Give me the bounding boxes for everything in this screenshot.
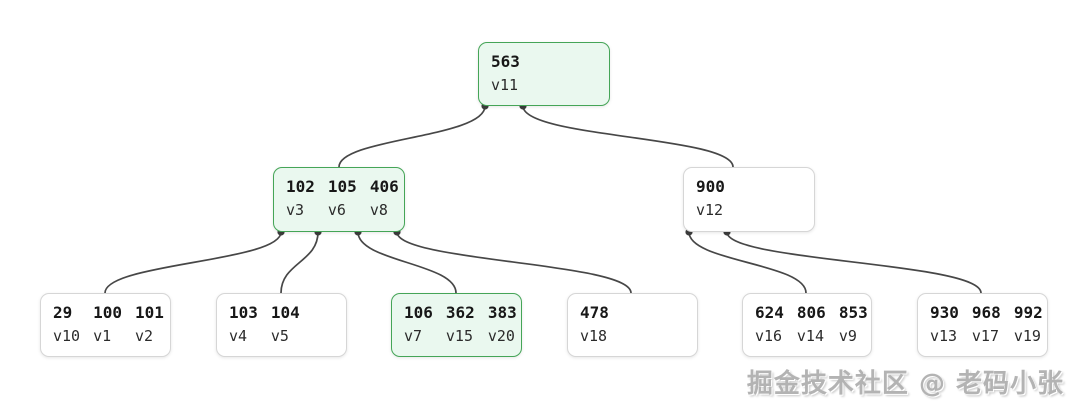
entry-key: 900: [696, 177, 725, 196]
edge-root-to-n2b: [522, 105, 734, 168]
tree-node-n2b: 900 v12: [683, 167, 815, 232]
entry-key: 104: [270, 303, 300, 322]
entry: 101 v2: [135, 303, 164, 356]
entry: 930 v13: [930, 303, 959, 356]
edge-n2a-to-leaf3: [357, 231, 457, 294]
entry-value: v5: [270, 327, 289, 345]
entry-key: 992: [1013, 303, 1043, 322]
tree-node-root: 563 v11: [478, 42, 610, 106]
entry-value: v15: [445, 327, 473, 345]
entry-key: 624: [755, 303, 784, 322]
entry: 102 v3: [286, 177, 315, 231]
entry-key: 101: [135, 303, 164, 322]
entry-value: v6: [327, 201, 346, 219]
entry-key: 853: [838, 303, 868, 322]
entry: 563 v11: [491, 52, 520, 105]
entry-key: 968: [971, 303, 1001, 322]
entry: 29 v10: [53, 303, 80, 356]
entry-key: 806: [796, 303, 826, 322]
edge-n2b-to-leaf5: [688, 231, 807, 294]
entry-key: 563: [491, 52, 520, 71]
entry-value: v14: [796, 327, 824, 345]
entry-value: v12: [696, 201, 724, 219]
entry: 806 v14: [797, 303, 826, 356]
entry: 105 v6: [328, 177, 357, 231]
tree-node-leaf1: 29 v10 100 v1 101 v2: [40, 293, 171, 357]
entry: 103 v4: [229, 303, 258, 356]
entry-key: 100: [93, 303, 122, 322]
entry-key: 478: [580, 303, 609, 322]
entry-key: 406: [369, 177, 399, 196]
edge-root-to-n2a: [338, 105, 486, 168]
entry-value: v11: [491, 76, 519, 94]
entry: 383 v20: [488, 303, 517, 356]
entry-key: 362: [445, 303, 475, 322]
tree-node-n2a: 102 v3 105 v6 406 v8: [273, 167, 405, 232]
entry-value: v7: [404, 327, 423, 345]
entry-value: v13: [930, 327, 958, 345]
entry-value: v8: [369, 201, 388, 219]
entry-key: 29: [53, 303, 73, 322]
entry-key: 105: [327, 177, 357, 196]
entry: 104 v5: [271, 303, 300, 356]
entry-value: v2: [135, 327, 154, 345]
tree-node-leaf5: 624 v16 806 v14 853 v9: [742, 293, 872, 357]
entry: 478 v18: [580, 303, 609, 356]
edge-n2a-to-leaf1: [104, 231, 282, 294]
entry: 992 v19: [1014, 303, 1043, 356]
edge-n2b-to-leaf6: [726, 231, 982, 294]
entry-key: 103: [229, 303, 258, 322]
entry: 968 v17: [972, 303, 1001, 356]
entry-key: 383: [487, 303, 517, 322]
entry-value: v3: [286, 201, 305, 219]
entry: 106 v7: [404, 303, 433, 356]
entry-value: v20: [487, 327, 515, 345]
entry: 100 v1: [93, 303, 122, 356]
tree-node-leaf4: 478 v18: [567, 293, 698, 357]
entry-key: 102: [286, 177, 315, 196]
entry-value: v1: [93, 327, 112, 345]
entry-value: v10: [53, 327, 81, 345]
entry: 900 v12: [696, 177, 725, 231]
entry-value: v19: [1013, 327, 1041, 345]
entry-key: 106: [404, 303, 433, 322]
watermark: 掘金技术社区 @ 老码小张: [746, 369, 1064, 399]
edge-n2a-to-leaf4: [396, 231, 632, 294]
entry: 853 v9: [839, 303, 868, 356]
entry-value: v18: [580, 327, 608, 345]
entry: 362 v15: [446, 303, 475, 356]
edge-n2a-to-leaf2: [280, 231, 319, 294]
tree-node-leaf3: 106 v7 362 v15 383 v20: [391, 293, 522, 357]
entry-value: v4: [229, 327, 248, 345]
entry-key: 930: [930, 303, 959, 322]
entry: 406 v8: [370, 177, 399, 231]
entry-value: v9: [838, 327, 857, 345]
entry-value: v17: [971, 327, 999, 345]
tree-node-leaf6: 930 v13 968 v17 992 v19: [917, 293, 1048, 357]
entry-value: v16: [755, 327, 783, 345]
tree-node-leaf2: 103 v4 104 v5: [216, 293, 347, 357]
entry: 624 v16: [755, 303, 784, 356]
